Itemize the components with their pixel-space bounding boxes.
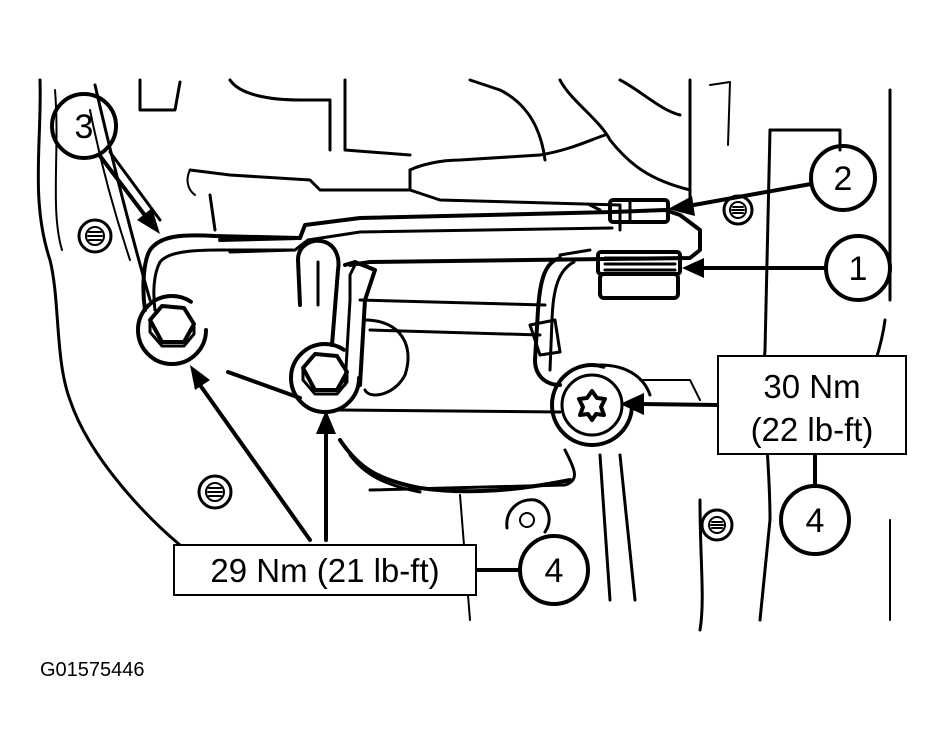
nut-item-1 bbox=[596, 250, 682, 300]
bolt-link-line bbox=[226, 370, 302, 400]
torque-upper-line2: (22 lb-ft) bbox=[751, 411, 874, 448]
callout-1: 1 bbox=[824, 234, 892, 302]
torque-lower: 29 Nm (21 lb-ft) bbox=[210, 552, 439, 589]
hex-bolt-left bbox=[136, 294, 208, 366]
callout-4-bottom: 4 bbox=[518, 534, 590, 606]
leader-lines bbox=[98, 150, 828, 572]
hex-bolt-center bbox=[289, 342, 361, 414]
bolt-item-2 bbox=[608, 198, 670, 224]
tube-bracket bbox=[141, 208, 702, 621]
callout-1-label: 1 bbox=[849, 250, 868, 288]
housing-studs bbox=[77, 194, 754, 542]
callout-4-bottom-label: 4 bbox=[545, 552, 564, 590]
torque-upper-line1: 30 Nm bbox=[763, 368, 860, 405]
figure-id: G01575446 bbox=[40, 659, 145, 681]
callout-3: 3 bbox=[50, 92, 118, 160]
callout-4-right-label: 4 bbox=[806, 502, 825, 540]
callout-2: 2 bbox=[809, 144, 877, 212]
torx-bolt bbox=[550, 363, 634, 447]
callout-2-label: 2 bbox=[834, 160, 853, 198]
torque-box-upper: 30 Nm (22 lb-ft) bbox=[717, 355, 907, 455]
callout-3-label: 3 bbox=[75, 108, 94, 146]
callout-4-right: 4 bbox=[779, 484, 851, 556]
torque-box-lower: 29 Nm (21 lb-ft) bbox=[173, 544, 477, 596]
